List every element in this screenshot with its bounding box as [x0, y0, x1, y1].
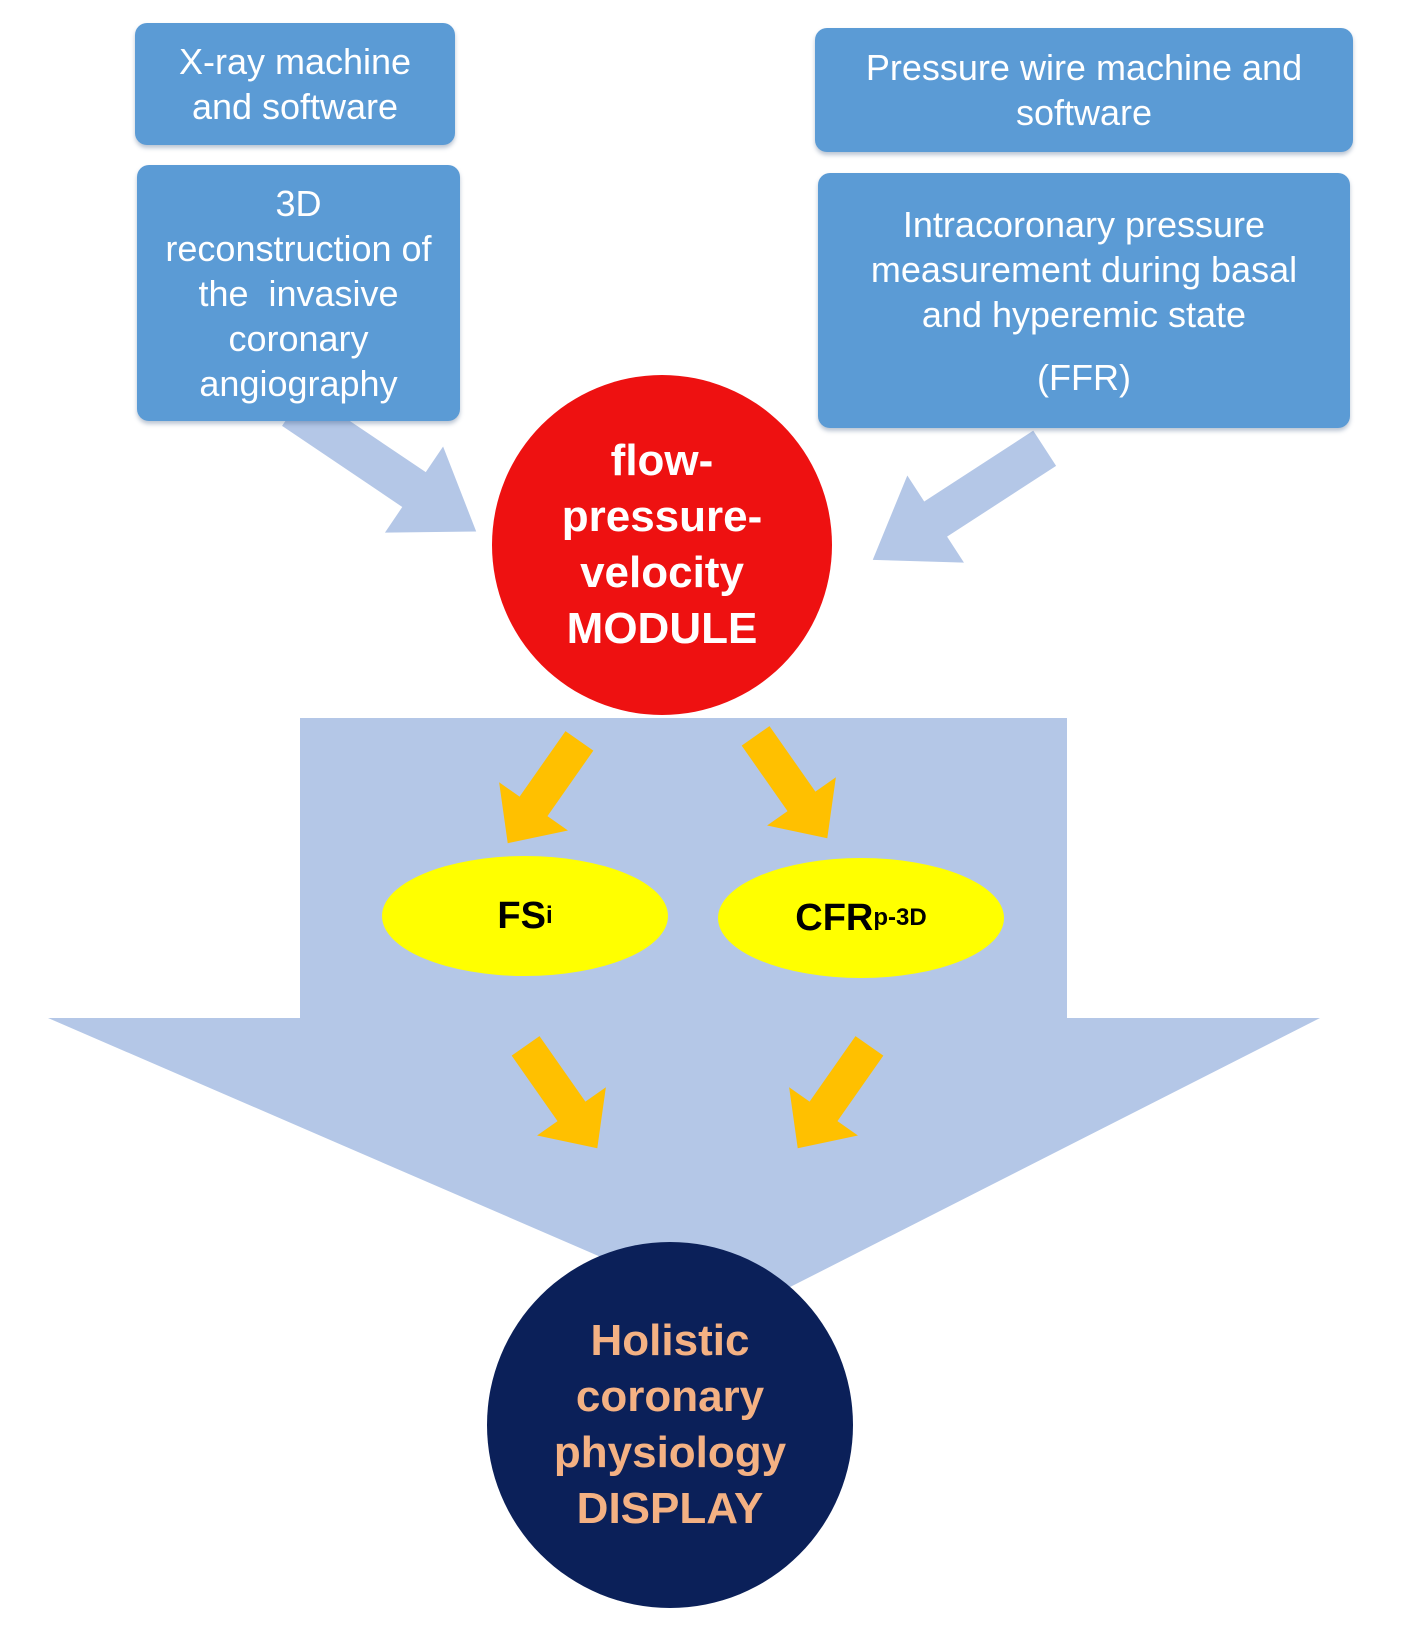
orange-arrow-module-to-fsi — [499, 731, 594, 844]
orange-arrow-module-to-cfr — [741, 726, 836, 839]
module-line-1: flow- — [610, 436, 714, 485]
xray-machine-box: X-ray machine and software — [135, 23, 455, 145]
right-input-arrow — [872, 430, 1057, 563]
pressure-wire-line-1: Pressure wire machine and — [865, 47, 1303, 88]
reconstruction-line-5: angiography — [199, 362, 398, 404]
pressure-wire-line-2: software — [1015, 92, 1153, 133]
module-label: flow- pressure- velocity MODULE — [492, 375, 832, 715]
intracoronary-pressure-box: Intracoronary pressure measurement durin… — [818, 173, 1350, 428]
reconstruction-line-4: coronary — [228, 317, 369, 359]
xray-line-2: and software — [191, 86, 399, 127]
pressure-wire-box: Pressure wire machine and software — [815, 28, 1353, 152]
intracoronary-line-3: and hyperemic state — [921, 293, 1247, 335]
fsi-base: FS — [497, 894, 546, 937]
fsi-subscript: i — [545, 902, 553, 929]
intracoronary-ffr: (FFR) — [1037, 356, 1131, 398]
left-input-arrow — [282, 391, 477, 533]
module-line-3: velocity — [580, 548, 744, 597]
xray-line-1: X-ray machine — [178, 41, 412, 82]
reconstruction-line-1: 3D — [275, 182, 322, 224]
display-label: Holistic coronary physiology DISPLAY — [487, 1242, 853, 1608]
cfr-ellipse — [718, 858, 1004, 978]
reconstruction-line-3: the invasive — [198, 272, 399, 314]
display-line-3: physiology — [553, 1428, 787, 1477]
display-line-2: coronary — [575, 1372, 765, 1421]
reconstruction-box: 3D reconstruction of the invasive corona… — [137, 165, 460, 421]
display-line-1: Holistic — [590, 1316, 750, 1365]
fsi-ellipse — [382, 856, 668, 976]
cfr-subscript: p-3D — [873, 904, 927, 931]
display-circle — [487, 1242, 853, 1608]
module-line-4: MODULE — [566, 604, 758, 653]
reconstruction-line-2: reconstruction of — [165, 227, 432, 269]
intracoronary-line-2: measurement during basal — [870, 248, 1298, 290]
module-circle — [492, 375, 832, 715]
intracoronary-line-1: Intracoronary pressure — [902, 203, 1266, 245]
display-line-4: DISPLAY — [576, 1484, 764, 1533]
orange-arrow-cfr-to-display — [789, 1036, 884, 1149]
module-line-2: pressure- — [561, 492, 763, 541]
orange-arrow-fsi-to-display — [511, 1036, 606, 1149]
cfr-base: CFR — [795, 896, 874, 939]
funnel-arrow — [48, 718, 1320, 1315]
